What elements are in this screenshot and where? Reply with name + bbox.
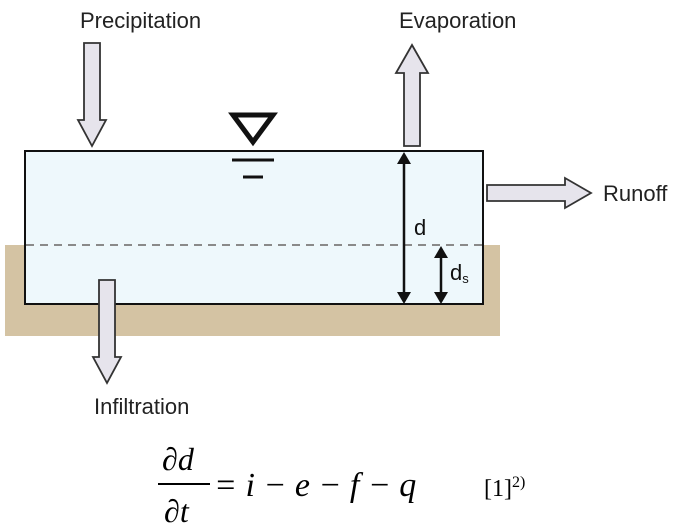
precipitation-label: Precipitation [80,8,201,33]
citation-number: [1] [484,476,512,502]
runoff-label: Runoff [603,181,668,206]
storage-depth-subscript: s [462,271,469,286]
equation-denominator: ∂t [164,493,190,529]
depth-label: d [414,215,426,240]
runoff-arrow-icon [486,176,593,210]
equation-rhs: = i − e − f − q [214,467,416,504]
water-balance-equation: ∂d ∂t = i − e − f − q [1]2) [158,441,525,529]
precipitation-arrow-icon [76,42,108,148]
storage-depth-dimension-arrow-icon [434,246,448,304]
evaporation-arrow-icon [394,43,430,147]
infiltration-arrow-icon [91,279,123,385]
evaporation-label: Evaporation [399,8,516,33]
citation-superscript: 2) [512,474,525,491]
equation-numerator: ∂d [162,441,195,477]
equation-citation: [1]2) [484,474,525,502]
storage-depth-main: d [450,260,462,285]
storage-depth-label: ds [450,260,469,286]
depth-dimension-arrow-icon [397,152,411,304]
water-level-icon [228,112,278,179]
infiltration-label: Infiltration [94,394,189,419]
